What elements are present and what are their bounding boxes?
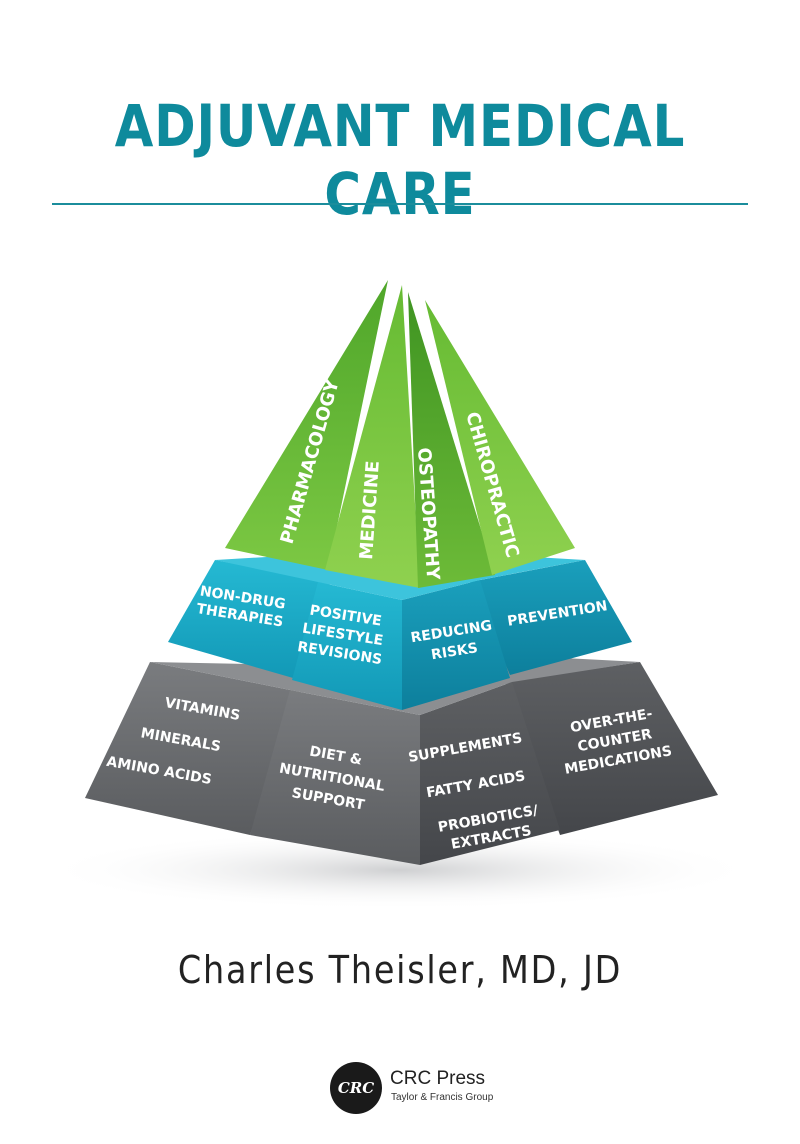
floor-shadow <box>40 830 760 910</box>
bottom-block-right <box>505 662 718 835</box>
middle-block-right <box>470 560 632 675</box>
publisher-subtitle: Taylor & Francis Group <box>391 1092 494 1103</box>
spike-medicine <box>325 285 420 588</box>
middle-block-front-left <box>292 582 402 710</box>
top-tier <box>225 280 575 588</box>
bottom-block-front-left <box>250 690 420 865</box>
publisher-block: CRC CRC Press Taylor & Francis Group <box>330 1058 530 1114</box>
spike-osteopathy <box>408 292 495 588</box>
author-name: Charles Theisler, MD, JD <box>177 948 623 992</box>
title-divider <box>52 203 748 205</box>
bottom-block-front-right <box>420 682 560 865</box>
middle-tier <box>168 555 632 710</box>
bottom-block-left <box>85 662 300 835</box>
crc-logo-icon: CRC <box>330 1062 382 1114</box>
middle-block-left <box>168 560 330 680</box>
middle-front-right-line-2: RISKS <box>430 640 479 663</box>
spike-pharmacology <box>225 280 388 570</box>
pyramid-illustration: PHARMACOLOGY MEDICINE OSTEOPATHY CHIROPR… <box>40 280 760 910</box>
book-title: ADJUVANT MEDICAL CARE <box>114 92 686 228</box>
middle-block-front-right <box>402 580 510 710</box>
spike-chiropractic <box>425 300 575 575</box>
publisher-name: CRC Press <box>390 1068 486 1089</box>
